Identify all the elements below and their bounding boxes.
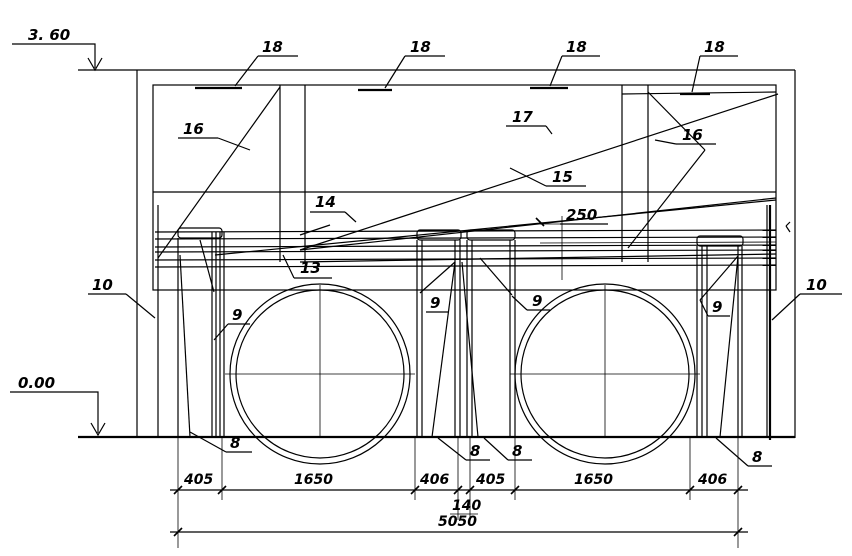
level-mark-bottom: 0.00	[10, 374, 106, 437]
dim-406-left: 406	[419, 472, 449, 488]
callout-14: 14	[310, 193, 357, 223]
level-top-label: 3. 60	[28, 26, 70, 44]
callout-16-label: 16	[682, 126, 703, 144]
callout-18-b: 18	[358, 38, 445, 92]
callout-8-label: 8	[512, 442, 522, 460]
edge-mark	[785, 221, 791, 233]
callout-8-label: 8	[470, 442, 480, 460]
callout-15-label: 15	[552, 168, 573, 186]
callout-18-label: 18	[566, 38, 587, 56]
dimension-chain: 405 1650 406 405 1650 406 140 5050	[170, 438, 748, 548]
column-right	[696, 235, 744, 438]
callout-8-c: 8	[483, 437, 532, 461]
callout-16-left: 16	[178, 120, 251, 151]
dim-total-5050: 5050	[438, 514, 477, 530]
callout-250-label: 250	[566, 206, 597, 224]
callout-14-label: 14	[315, 193, 336, 211]
callout-18-c: 18	[530, 38, 600, 90]
callout-13-label: 13	[300, 259, 321, 277]
callout-9-label: 9	[430, 294, 440, 312]
column-center-left	[416, 229, 462, 438]
column-center-right	[461, 229, 516, 438]
callout-8-label: 8	[752, 448, 762, 466]
callout-18-d: 18	[680, 38, 738, 96]
callout-18-label: 18	[410, 38, 431, 56]
callout-16-right: 16	[654, 126, 716, 145]
callout-8-b: 8	[437, 437, 490, 461]
callout-8-a: 8	[189, 431, 252, 453]
callout-17-label: 17	[512, 108, 533, 126]
dim-405-right: 405	[475, 472, 505, 488]
pipe-left	[225, 283, 415, 465]
callout-9-b: 9	[426, 294, 448, 313]
crossbeams	[154, 229, 777, 268]
callout-10-label: 10	[806, 276, 827, 294]
dim-406-right: 406	[697, 472, 727, 488]
dim-140: 140	[452, 498, 481, 514]
level-mark-top: 3. 60	[12, 26, 103, 72]
column-left	[177, 227, 225, 438]
level-bottom-label: 0.00	[18, 374, 55, 392]
callout-8-label: 8	[230, 434, 240, 452]
callout-17: 17	[506, 108, 553, 135]
callout-18-a: 18	[195, 38, 298, 90]
callout-13: 13	[282, 254, 332, 279]
callout-9-c: 9	[511, 292, 550, 311]
dim-405-left: 405	[183, 472, 213, 488]
callout-18-label: 18	[704, 38, 725, 56]
callout-9-label: 9	[232, 306, 242, 324]
callout-250: 250	[535, 206, 608, 280]
diagonal-braces	[157, 86, 779, 263]
callout-10-label: 10	[92, 276, 113, 294]
callout-16-label: 16	[183, 120, 204, 138]
dim-1650-left: 1650	[294, 472, 333, 488]
callout-10-left: 10	[88, 276, 156, 319]
callout-9-a: 9	[213, 306, 250, 341]
callout-9-label: 9	[532, 292, 542, 310]
callout-18-label: 18	[262, 38, 283, 56]
callout-10-right: 10	[771, 276, 842, 321]
callout-15: 15	[509, 167, 586, 187]
dim-1650-right: 1650	[574, 472, 613, 488]
callout-9-label: 9	[712, 298, 722, 316]
callout-8-d: 8	[715, 437, 772, 467]
pipe-right	[510, 283, 700, 465]
callout-9-d: 9	[699, 298, 730, 317]
